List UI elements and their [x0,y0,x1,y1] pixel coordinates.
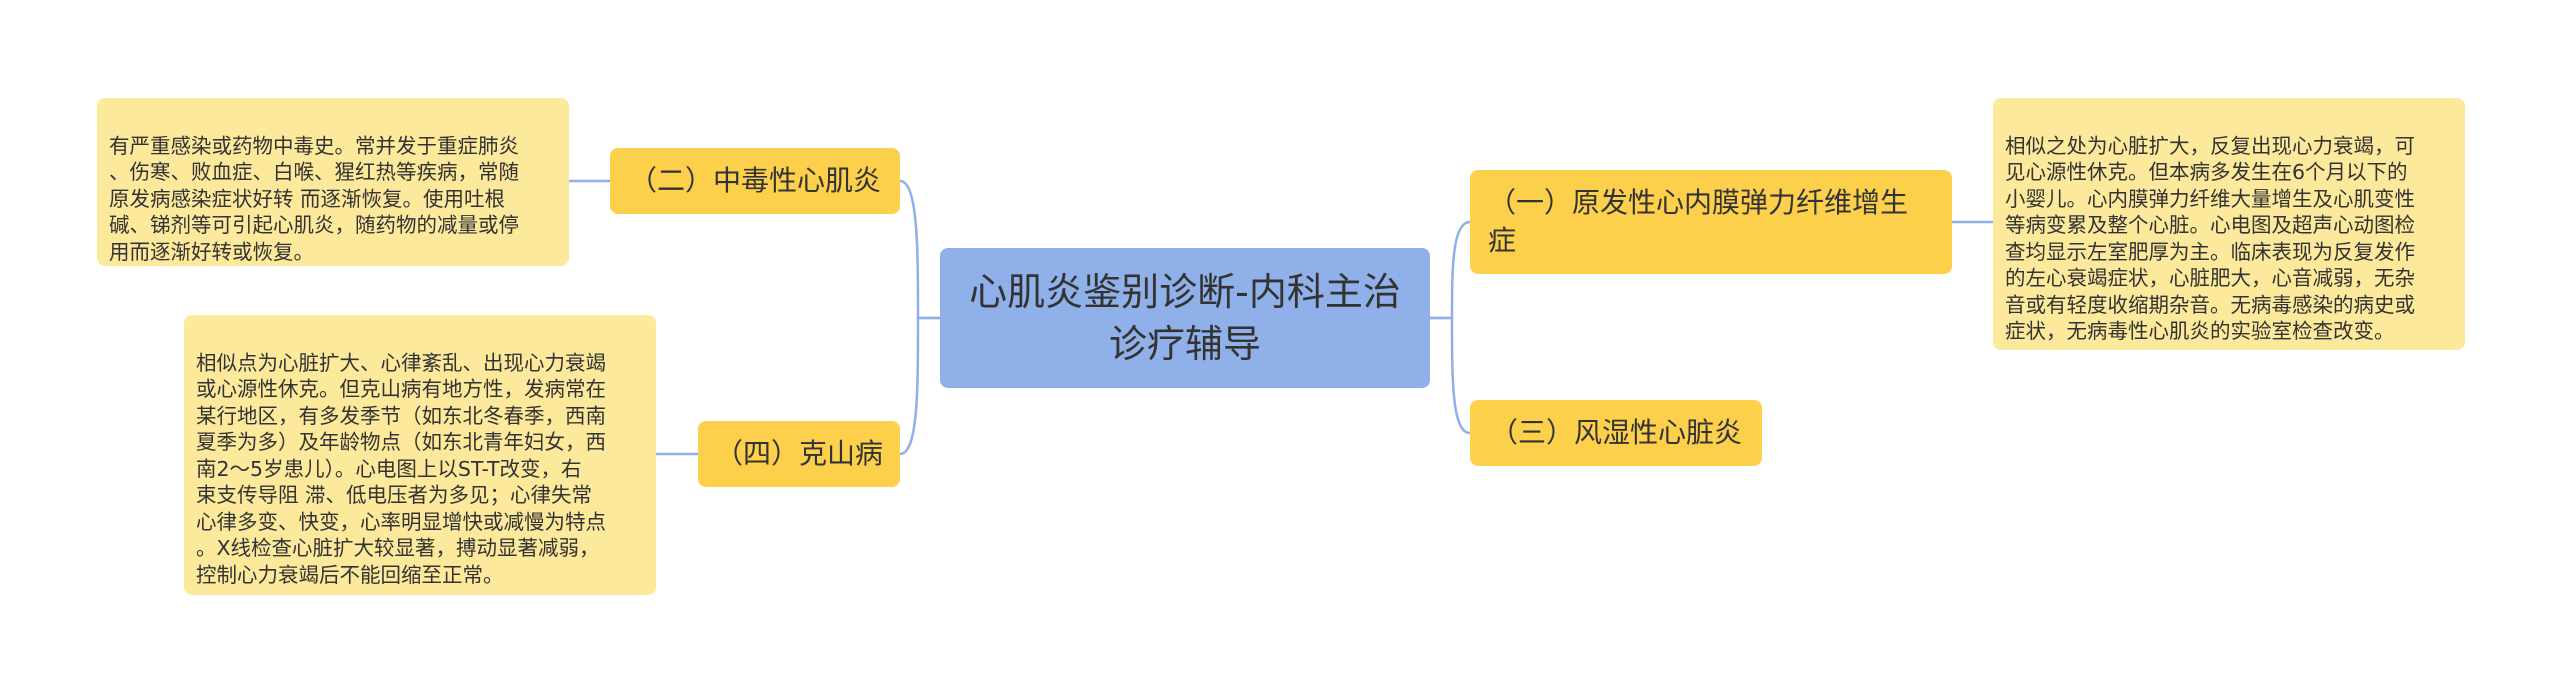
connector-root-to-keshan [899,316,940,456]
branch-toxic-myocarditis-label: （二）中毒性心肌炎 [628,164,881,197]
connector-root-to-primary [1430,220,1471,320]
branch-endocardial-fibroelastosis-label: （一）原发性心内膜弹力纤维增生症 [1488,186,1909,257]
detail-toxic-myocarditis[interactable]: 有严重感染或药物中毒史。常并发于重症肺炎 、伤寒、败血症、白喉、猩红热等疾病，常… [97,98,569,266]
root-topic-label: 心肌炎鉴别诊断-内科主治诊疗辅导 [969,270,1401,366]
detail-endocardial-fibroelastosis[interactable]: 相似之处为心脏扩大，反复出现心力衰竭，可 见心源性休克。但本病多发生在6个月以下… [1993,98,2465,350]
root-topic[interactable]: 心肌炎鉴别诊断-内科主治诊疗辅导 [940,248,1430,388]
detail-keshan-disease-text: 相似点为心脏扩大、心律紊乱、出现心力衰竭 或心源性休克。但克山病有地方性，发病常… [196,350,606,587]
branch-keshan-disease[interactable]: （四）克山病 [698,421,900,487]
detail-keshan-disease[interactable]: 相似点为心脏扩大、心律紊乱、出现心力衰竭 或心源性休克。但克山病有地方性，发病常… [184,315,656,595]
branch-endocardial-fibroelastosis[interactable]: （一）原发性心内膜弹力纤维增生症 [1470,170,1952,274]
detail-toxic-myocarditis-text: 有严重感染或药物中毒史。常并发于重症肺炎 、伤寒、败血症、白喉、猩红热等疾病，常… [109,133,519,264]
branch-toxic-myocarditis[interactable]: （二）中毒性心肌炎 [610,148,900,214]
branch-rheumatic-carditis-label: （三）风湿性心脏炎 [1489,416,1742,449]
detail-endocardial-fibroelastosis-text: 相似之处为心脏扩大，反复出现心力衰竭，可 见心源性休克。但本病多发生在6个月以下… [2005,133,2415,344]
connector-root-to-rheumatic [1430,316,1471,435]
branch-rheumatic-carditis[interactable]: （三）风湿性心脏炎 [1470,400,1762,466]
branch-keshan-disease-label: （四）克山病 [714,437,883,470]
connector-root-to-toxic [899,179,940,320]
